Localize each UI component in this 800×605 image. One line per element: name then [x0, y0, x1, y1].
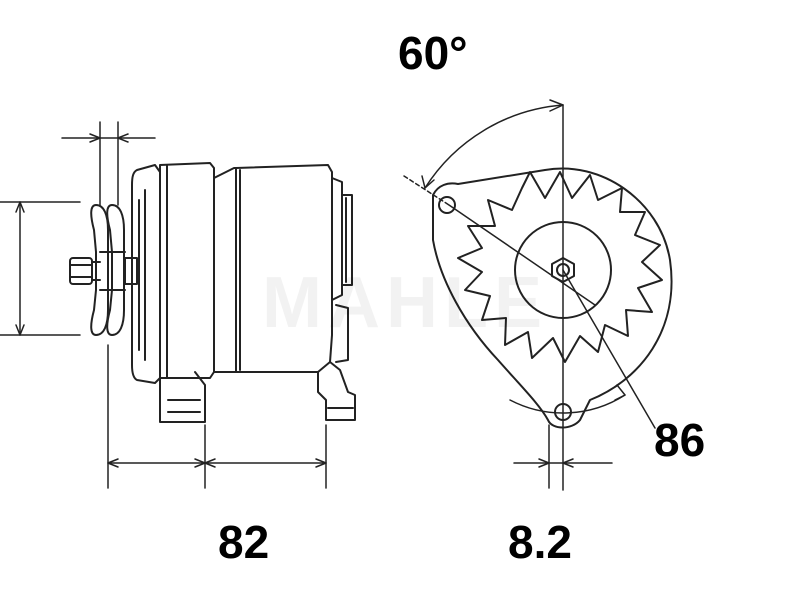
housing-outline — [432, 167, 673, 429]
diameter-label: 86 — [654, 414, 706, 466]
lower-mount-hole — [554, 403, 572, 421]
angle-label: 60° — [398, 27, 468, 79]
upper-mount-hole — [438, 196, 456, 214]
length-label: 82 — [218, 516, 270, 568]
hub — [514, 221, 612, 319]
rear-housing — [235, 164, 353, 373]
hub-nut — [551, 257, 575, 283]
length-dimension — [107, 344, 327, 489]
front-view — [403, 99, 673, 491]
diameter-leader — [509, 269, 656, 429]
front-housing — [131, 164, 161, 384]
offset-dimension — [513, 424, 613, 489]
watermark: MAHLE — [262, 263, 548, 343]
angle-dimension — [403, 99, 596, 306]
pulley-width-dimension — [61, 121, 156, 206]
offset-label: 8.2 — [508, 516, 572, 568]
fan-blades — [457, 171, 663, 363]
pulley — [90, 204, 138, 336]
side-view — [0, 121, 356, 489]
pulley-height-dimension — [0, 201, 81, 336]
shaft-center — [556, 263, 570, 277]
stator-body — [159, 162, 237, 379]
mounting-feet — [159, 361, 356, 423]
